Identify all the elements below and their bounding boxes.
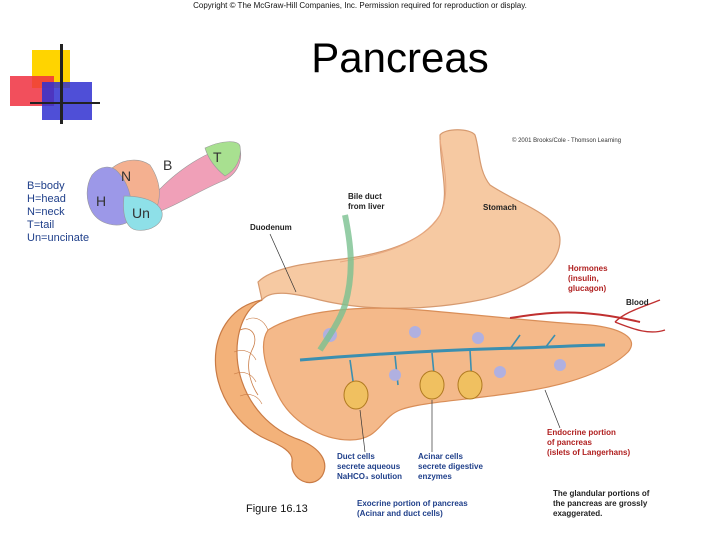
uncinate-region (123, 195, 163, 231)
bile-duct (317, 214, 354, 352)
decor-horizontal-line (30, 102, 100, 104)
label-bile-duct-2: from liver (348, 202, 384, 211)
label-acinar-cells-3: enzymes (418, 472, 452, 481)
label-duct-cells-3: NaHCO₃ solution (337, 472, 402, 481)
label-duct-cells-2: secrete aqueous (337, 462, 401, 471)
label-acinar-cells-2: secrete digestive (418, 462, 483, 471)
label-duodenum: Duodenum (250, 223, 292, 232)
legend-item: N=neck (27, 206, 65, 218)
label-hormones-3: glucagon) (568, 284, 607, 293)
image-credit: © 2001 Brooks/Cole - Thomson Learning (512, 137, 621, 144)
label-exocrine-2: (Acinar and duct cells) (357, 509, 443, 518)
label-blood: Blood (626, 298, 649, 307)
blood-vessel (509, 311, 641, 323)
pancreas-illustration (262, 307, 633, 441)
decor-blue-square (42, 82, 92, 120)
note-glandular-1: The glandular portions of (553, 489, 650, 498)
note-glandular-3: exaggerated. (553, 509, 602, 518)
figure-label: Figure 16.13 (246, 503, 308, 515)
label-bile-duct-1: Bile duct (348, 192, 382, 201)
label-duct-cells-1: Duct cells (337, 452, 375, 461)
label-endocrine-3: (islets of Langerhans) (547, 448, 630, 457)
duodenum-illustration (214, 299, 326, 484)
region-letter-un: Un (132, 205, 150, 221)
small-pancreas-schematic: B T N H Un (86, 141, 241, 231)
copyright-notice: Copyright © The McGraw-Hill Companies, I… (193, 1, 527, 10)
decor-vertical-line (60, 44, 63, 124)
legend-item: T=tail (27, 219, 55, 231)
label-endocrine-1: Endocrine portion (547, 428, 616, 437)
legend-item: Un=uncinate (27, 232, 90, 244)
label-exocrine-1: Exocrine portion of pancreas (357, 499, 468, 508)
region-letter-n: N (121, 168, 131, 184)
region-letter-b: B (163, 157, 172, 173)
stomach-illustration (257, 129, 561, 309)
region-legend: B=body H=head N=neck T=tail Un=uncinate (27, 180, 89, 245)
label-stomach: Stomach (483, 203, 517, 212)
tail-region (204, 141, 241, 177)
legend-item: H=head (27, 193, 66, 205)
page-title: Pancreas (311, 34, 489, 81)
region-letter-t: T (213, 149, 222, 165)
label-hormones-1: Hormones (568, 264, 608, 273)
label-acinar-cells-1: Acinar cells (418, 452, 463, 461)
legend-item: B=body (27, 180, 65, 192)
label-endocrine-2: of pancreas (547, 438, 592, 447)
note-glandular-2: the pancreas are grossly (553, 499, 648, 508)
label-hormones-2: (insulin, (568, 274, 599, 283)
region-letter-h: H (96, 193, 106, 209)
